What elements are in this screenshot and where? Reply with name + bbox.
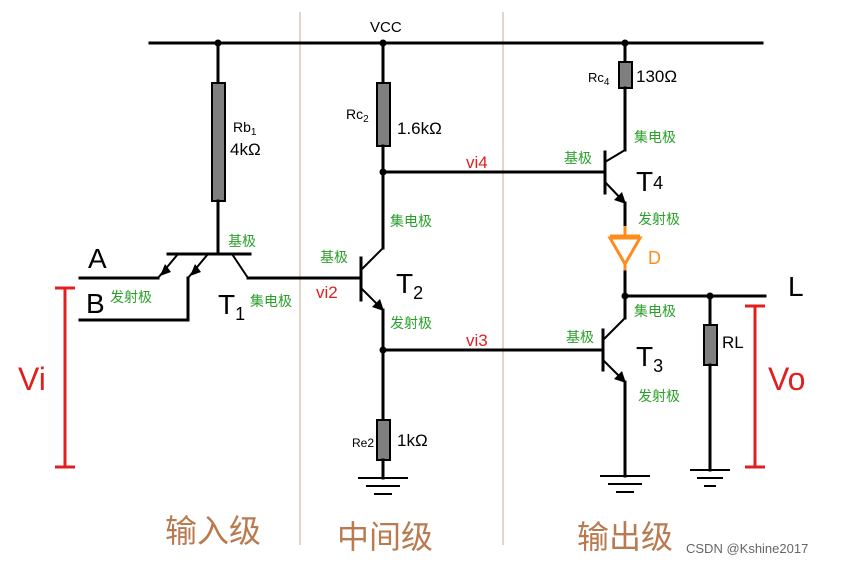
ground-symbol-load — [690, 469, 730, 487]
input-b-label: B — [86, 288, 105, 319]
re2-value: 1kΩ — [397, 431, 428, 450]
t2-collector-label: 集电极 — [390, 213, 432, 230]
ground-symbol-output — [600, 475, 650, 493]
wire-input-b — [78, 276, 190, 322]
t4-collector-label: 集电极 — [634, 129, 676, 146]
stage-middle-label: 中间级 — [337, 518, 433, 556]
resistor-rb1 — [211, 82, 226, 202]
resistor-re2 — [376, 419, 391, 461]
stage-output-label: 输出级 — [577, 518, 673, 556]
t1-label: T1 — [218, 289, 245, 324]
vi-label: Vi — [18, 361, 46, 397]
rc4-value: 130Ω — [636, 67, 677, 86]
resistor-rc2 — [376, 82, 391, 147]
t3-base-label: 基极 — [566, 329, 594, 346]
diode-d — [607, 226, 643, 272]
t4-arrow — [614, 192, 626, 204]
vi3-label: vi3 — [466, 331, 488, 350]
t3-collector — [602, 317, 626, 341]
t2-emitter-label: 发射极 — [390, 316, 432, 332]
vo-label: Vo — [768, 361, 805, 397]
t1-arrow-a — [160, 264, 171, 276]
t1-base-label: 基极 — [228, 233, 256, 250]
rb1-value: 4kΩ — [230, 140, 261, 159]
resistor-rl — [703, 324, 718, 366]
t4-label: T4 — [636, 166, 663, 197]
t1-collector-label: 集电极 — [250, 293, 292, 310]
output-label: L — [788, 271, 804, 302]
t1-emitter-label: 发射极 — [110, 290, 152, 306]
re2-name: Re2 — [352, 436, 374, 450]
t2-arrow — [372, 299, 384, 311]
resistor-rc4 — [618, 61, 633, 89]
input-a-label: A — [88, 243, 107, 274]
t4-collector — [604, 149, 626, 163]
vi4-label: vi4 — [466, 153, 488, 172]
vi2-label: vi2 — [316, 283, 338, 302]
t1-arrow-b — [190, 264, 201, 276]
t4-emitter-label: 发射极 — [638, 212, 680, 228]
t3-emitter-label: 发射极 — [638, 389, 680, 405]
vcc-label: VCC — [370, 19, 402, 36]
t3-arrow — [614, 371, 626, 383]
rc2-name: Rc2 — [346, 106, 369, 125]
rc4-name: Rc4 — [588, 70, 610, 88]
t1-collector — [231, 253, 249, 279]
stage-input-label: 输入级 — [165, 512, 261, 550]
t3-label: T3 — [636, 341, 663, 376]
watermark: CSDN @Kshine2017 — [686, 541, 808, 556]
t2-base-label: 基极 — [320, 249, 348, 266]
rl-label: RL — [722, 333, 744, 352]
t2-collector — [360, 247, 384, 271]
t3-collector-label: 集电极 — [634, 303, 676, 320]
ground-symbol-middle — [358, 477, 408, 495]
rb1-name: Rb1 — [233, 119, 257, 138]
diode-label: D — [648, 248, 661, 268]
t2-label: T2 — [396, 268, 423, 303]
t4-base-label: 基极 — [564, 150, 592, 167]
rc2-value: 1.6kΩ — [397, 119, 442, 138]
